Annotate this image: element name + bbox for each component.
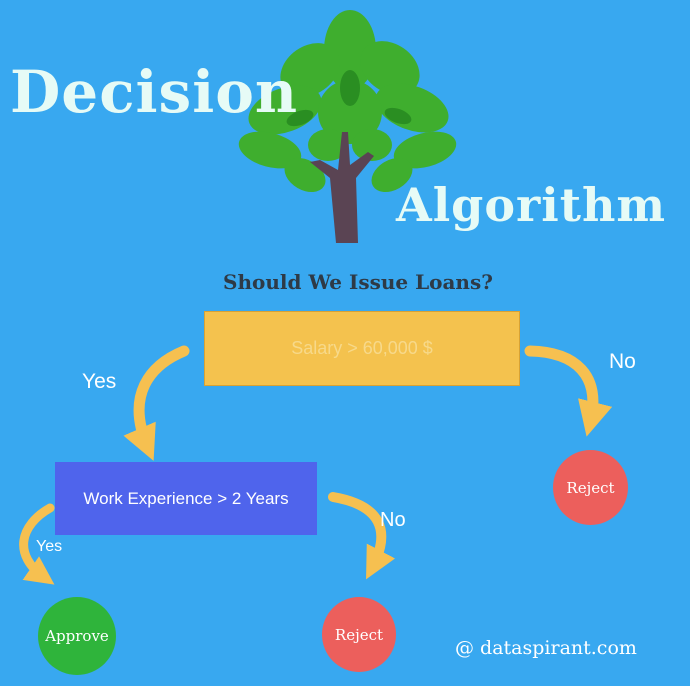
edge-label-salary-yes: Yes <box>82 370 117 393</box>
work-experience-condition-node: Work Experience > 2 Years <box>55 462 317 535</box>
title-word-decision: Decision <box>10 58 299 126</box>
salary-condition-node: Salary > 60,000 $ <box>204 311 520 386</box>
title-word-algorithm: Algorithm <box>396 178 667 232</box>
credit-text: @ dataspirant.com <box>455 637 637 659</box>
reject-outcome-node-top: Reject <box>553 450 628 525</box>
salary-condition-label: Salary > 60,000 $ <box>291 338 433 358</box>
reject-outcome-label-top: Reject <box>566 478 615 497</box>
edge-label-salary-no: No <box>609 350 636 373</box>
approve-outcome-node: Approve <box>38 597 116 675</box>
reject-outcome-label-bottom: Reject <box>334 625 384 644</box>
edge-label-work-no: No <box>380 509 406 531</box>
diagram-question: Should We Issue Loans? <box>223 270 493 294</box>
work-experience-condition-label: Work Experience > 2 Years <box>83 488 289 508</box>
arrow-salary-yes <box>123 345 190 461</box>
arrow-salary-no <box>524 345 613 437</box>
edge-label-work-yes: Yes <box>36 538 63 555</box>
reject-outcome-node-bottom: Reject <box>322 597 396 672</box>
tree-icon <box>238 10 457 243</box>
arrow-work-yes <box>19 503 55 585</box>
arrow-work-no <box>328 492 396 580</box>
approve-outcome-label: Approve <box>45 627 109 645</box>
